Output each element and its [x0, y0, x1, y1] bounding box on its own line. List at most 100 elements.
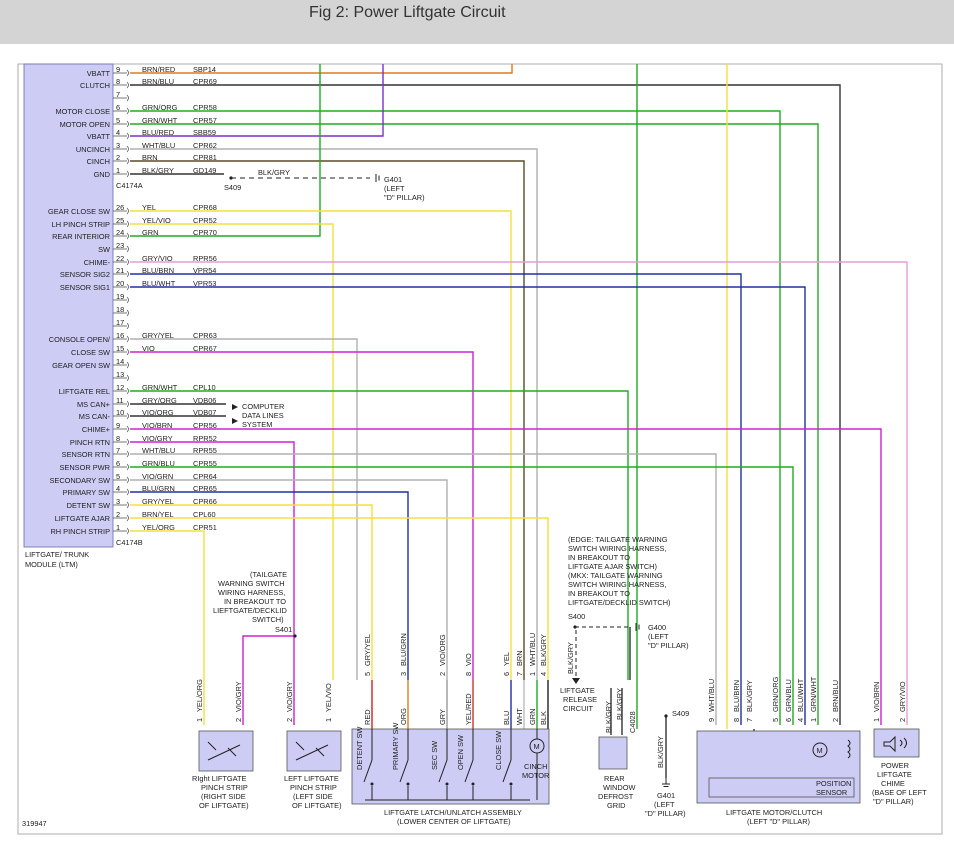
wire-rear-interior-sw [130, 64, 321, 237]
pin-function-label: SENSOR RTN [62, 450, 110, 459]
pin-number: 13 [116, 370, 124, 379]
component-label: (LEFT SIDE [293, 792, 333, 801]
latch-inner-color: YEL/RED [464, 693, 473, 725]
pin-function-label: CHIME- [84, 258, 111, 267]
note-line: LIEFTGATE/DECKLID [213, 606, 287, 615]
wire-sensor-sig2 [130, 273, 742, 725]
wire-color-code: GRY/VIO [142, 254, 173, 263]
wire-color-code: BLU/WHT [142, 279, 176, 288]
latch-switch-label: SEC SW [430, 741, 439, 770]
drop-pin-number: 2 [831, 718, 840, 722]
wire-console-open-close-sw [130, 338, 358, 680]
s409-top-label: S409 [224, 183, 241, 192]
drop-pin-number: 8 [732, 718, 741, 722]
pin-function-label: VBATT [87, 132, 111, 141]
pin-number: 9 [116, 65, 120, 74]
pin-number: 22 [116, 254, 124, 263]
component-label: LIFTGATE LATCH/UNLATCH ASSEMBLY [384, 808, 522, 817]
component-label: (LOWER CENTER OF LIFTGATE) [397, 817, 511, 826]
pin-number: 23 [116, 241, 124, 250]
pin-number: 4 [116, 128, 120, 137]
pin-number: 26 [116, 203, 124, 212]
wire-color-code: BLU/BRN [142, 266, 174, 275]
blk-gry-top-label: BLK/GRY [258, 168, 290, 177]
position-sensor-label: POSITION [816, 779, 851, 788]
circuit-code: CPR57 [193, 116, 217, 125]
circuit-code: CPR56 [193, 421, 217, 430]
pin-function-label: MOTOR CLOSE [56, 107, 111, 116]
wire-cinch [130, 160, 525, 680]
pin-number: 16 [116, 331, 124, 340]
wire-color-code: VIO/GRY [142, 434, 173, 443]
component-label: DEFROST [598, 792, 634, 801]
circuit-code: CPR51 [193, 523, 217, 532]
drop-wire-color: VIO/BRN [872, 682, 881, 712]
circuit-code: CPR64 [193, 472, 217, 481]
s409-bottom-label: S409 [672, 709, 689, 718]
pin-number: 17 [116, 318, 124, 327]
pin-number: 3 [116, 141, 120, 150]
wire-clutch-brn-blu [130, 84, 841, 725]
g400-line2: (LEFT [648, 632, 669, 641]
wire-color-code: WHT/BLU [142, 141, 175, 150]
wire-color-code: BRN/YEL [142, 510, 174, 519]
wire-sensor-pwr [130, 466, 794, 725]
drop-pin-number: 2 [898, 718, 907, 722]
drop-wire-color: GRN/BLU [784, 679, 793, 712]
drop-pin-number: 5 [771, 718, 780, 722]
drop-pin-number: 2 [438, 672, 447, 676]
connector-b-label: C4174B [116, 538, 143, 547]
wire-motor-open [130, 123, 819, 725]
note-line: IN BREAKOUT TO [568, 553, 630, 562]
wire-color-code: BLK/GRY [142, 166, 174, 175]
can-label-line2: DATA LINES [242, 411, 284, 420]
pin-function-label: SECONDARY SW [49, 476, 110, 485]
g400-line3: "D" PILLAR) [648, 641, 689, 650]
pin-number: 7 [116, 90, 120, 99]
module-name-line1: LIFTGATE/ TRUNK [25, 550, 89, 559]
position-sensor-label: SENSOR [816, 788, 847, 797]
pin-number: 4 [116, 484, 120, 493]
drop-wire-color: GRY/VIO [898, 681, 907, 712]
drop-wire-color: GRY/YEL [363, 634, 372, 666]
circuit-code: RPR55 [193, 446, 217, 455]
left-pinch-strip: LEFT LIFTGATE PINCH STRIP (LEFT SIDE OF … [284, 730, 342, 810]
circuit-code: GD149 [193, 166, 216, 175]
wire-color-code: VIO [142, 344, 155, 353]
drop-wire-color: BLU/WHT [796, 678, 805, 712]
circuit-code: CPL10 [193, 383, 216, 392]
note-line: IN BREAKOUT TO [568, 589, 630, 598]
circuit-code: CPR65 [193, 484, 217, 493]
pin-number: 9 [116, 421, 120, 430]
pin-function-label: MS CAN+ [77, 400, 110, 409]
drop-pin-number: 4 [796, 718, 805, 722]
connector-a-label: C4174A [116, 181, 143, 190]
pin-function-label: PINCH RTN [70, 438, 110, 447]
chime-speaker-icon [883, 735, 896, 753]
pin-function-label: MS CAN- [79, 412, 111, 421]
drop-wire-color: BLK/GRY [539, 634, 548, 666]
c4028-label: C4028 [628, 711, 637, 733]
wire-color-code: BRN/BLU [142, 77, 174, 86]
latch-switch-label: CLOSE SW [494, 731, 503, 770]
g401-bottom-line3: "D" PILLAR) [645, 809, 686, 818]
pin-number: 6 [116, 103, 120, 112]
pin-number: 1 [116, 166, 120, 175]
circuit-code: VDB06 [193, 396, 216, 405]
pin-number: 5 [116, 472, 120, 481]
component-label: "D" PILLAR) [873, 797, 914, 806]
latch-inner-color: GRY [438, 709, 447, 725]
wire-color-code: BLU/RED [142, 128, 174, 137]
wire-sensor-rtn [130, 453, 717, 725]
ltm-module-box [23, 63, 114, 548]
circuit-code: CPR68 [193, 203, 217, 212]
wire-color-code: BRN/RED [142, 65, 175, 74]
pin-function-label: SENSOR PWR [59, 463, 110, 472]
circuit-code: VDB07 [193, 408, 216, 417]
circuit-code: CPR70 [193, 228, 217, 237]
drop-wire-color: BLU/GRN [399, 633, 408, 666]
circuit-code: CPR81 [193, 153, 217, 162]
note-line: SWITCH WIRING HARNESS, [568, 580, 667, 589]
wire-lh-pinch-strip [130, 223, 334, 680]
circuit-code: RPR52 [193, 434, 217, 443]
